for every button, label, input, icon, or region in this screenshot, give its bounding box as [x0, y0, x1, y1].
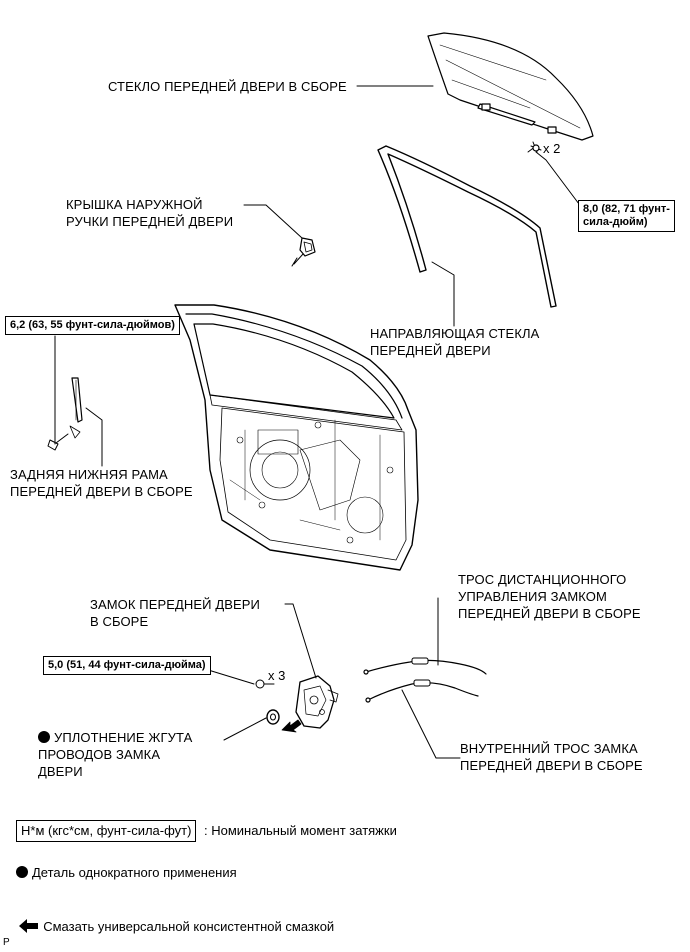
frame-bolt-drawing: [47, 433, 69, 451]
inside-cable-drawing: [365, 679, 479, 703]
remote-cable-drawing: [363, 657, 487, 675]
footer-code: P: [3, 937, 10, 948]
label-remote-cable: ТРОС ДИСТАНЦИОННОГО УПРАВЛЕНИЯ ЗАМКОМ ПЕ…: [458, 572, 641, 621]
leader-harness-seal: [223, 717, 267, 741]
front-door-panel-drawing: [174, 304, 419, 571]
legend-grease: Смазать универсальной консистентной смаз…: [12, 903, 334, 935]
label-inside-cable: ВНУТРЕННИЙ ТРОС ЗАМКА ПЕРЕДНЕЙ ДВЕРИ В С…: [460, 741, 643, 773]
non-reusable-dot-icon: [38, 731, 50, 743]
harness-seal-text: УПЛОТНЕНИЕ ЖГУТА ПРОВОДОВ ЗАМКА ДВЕРИ: [38, 730, 193, 779]
legend-non-reusable: Деталь однократного применения: [16, 865, 237, 881]
grease-legend-arrow-icon: [19, 919, 39, 933]
leader-handle-cover: [243, 204, 303, 239]
label-door-lock: ЗАМОК ПЕРЕДНЕЙ ДВЕРИ В СБОРЕ: [90, 597, 260, 629]
label-harness-seal: УПЛОТНЕНИЕ ЖГУТА ПРОВОДОВ ЗАМКА ДВЕРИ: [38, 729, 192, 780]
qty-glass-bolts: x 2: [543, 141, 561, 156]
rear-lower-frame-drawing: [69, 377, 83, 439]
leader-glass-torque: [535, 151, 583, 209]
label-door-glass: СТЕКЛО ПЕРЕДНЕЙ ДВЕРИ В СБОРЕ: [108, 79, 347, 94]
glass-run-drawing: [377, 145, 557, 308]
lock-screw-drawing: [255, 679, 275, 689]
legend-grease-text: Смазать универсальной консистентной смаз…: [43, 919, 335, 934]
legend-torque-unit: Н*м (кгс*см, фунт-сила-фут): [16, 820, 197, 842]
door-lock-drawing: [295, 675, 339, 729]
leader-lines: [54, 85, 583, 759]
torque-lock-screw: 5,0 (51, 44 фунт-сила-дюйма): [43, 656, 211, 675]
handle-cover-drawing: [291, 237, 316, 267]
label-rear-lower-frame: ЗАДНЯЯ НИЖНЯЯ РАМА ПЕРЕДНЕЙ ДВЕРИ В СБОР…: [10, 467, 193, 499]
legend-non-reusable-text: Деталь однократного применения: [32, 865, 237, 880]
harness-seal-drawing: [266, 709, 280, 725]
label-glass-run: НАПРАВЛЯЮЩАЯ СТЕКЛА ПЕРЕДНЕЙ ДВЕРИ: [370, 326, 540, 358]
leader-inside-cable: [401, 689, 461, 759]
legend-dot-icon: [16, 866, 28, 878]
torque-frame-bolt: 6,2 (63, 55 фунт-сила-дюймов): [5, 316, 180, 335]
legend-torque-desc: : Номинальный момент затяжки: [204, 823, 397, 838]
grease-arrow-drawing: [281, 719, 302, 733]
qty-lock-screws: x 3: [268, 668, 286, 683]
label-handle-cover: КРЫШКА НАРУЖНОЙ РУЧКИ ПЕРЕДНЕЙ ДВЕРИ: [66, 197, 234, 229]
leader-glass-run: [431, 261, 455, 327]
leader-rear-frame: [85, 407, 103, 467]
torque-glass-bolt: 8,0 (82, 71 фунт- сила-дюйм): [578, 200, 675, 232]
leader-lock-torque: [204, 668, 255, 685]
glass-bolt-drawing: [527, 141, 542, 153]
leader-door-lock: [284, 603, 317, 679]
door-glass-drawing: [427, 32, 594, 141]
